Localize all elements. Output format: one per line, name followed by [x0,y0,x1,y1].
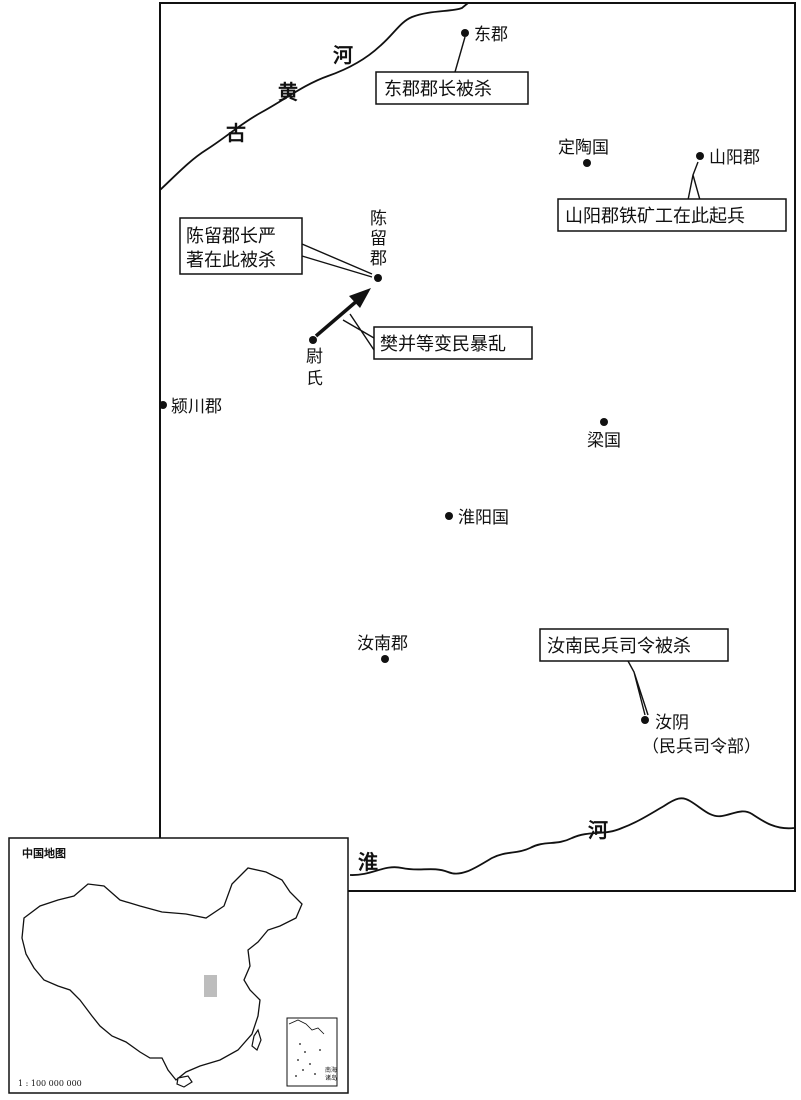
runan-callout-box [539,628,729,662]
weishi-marker [309,336,317,344]
dongjun-callout-box [375,71,529,105]
inset-highlight-region [204,975,217,997]
fan-bing-leader [342,313,375,351]
shanyang-marker [696,152,704,160]
march-arrow-shaft [314,298,360,338]
dongjun-leader [454,36,466,73]
yingchuan-marker [159,401,167,409]
huai-river-line [349,797,795,876]
ruyin-note: （民兵司令部） [642,737,761,757]
fan-bing-callout-text: 樊并等变民暴乱 [380,334,506,355]
inset-title: 中国地图 [22,846,66,860]
huaiyang-label: 淮阳国 [458,508,509,528]
china-outline [21,867,303,1081]
ruyin-label: 汝阴 [655,713,689,733]
chenliu-label-char-3: 郡 [370,249,387,269]
taiwan-island [251,1028,262,1051]
weishi-label-char-1: 尉 [306,347,323,367]
map-frame [159,2,796,892]
ruyin-marker [641,716,649,724]
chenliu-label-char-2: 留 [370,229,387,249]
south-china-sea-coast [288,1019,325,1035]
runan-callout-leader [627,660,649,716]
yellow-river-char-2: 黄 [278,80,298,104]
hainan-island [176,1075,193,1088]
dongjun-callout-text: 东郡郡长被杀 [384,79,492,100]
liang-label: 梁国 [587,431,621,451]
chenliu-callout-line-1: 陈留郡长严 [186,226,276,247]
chenliu-callout-box [179,217,303,275]
south-sea-label-1: 南海 [325,1066,337,1074]
inset-scale: 1 : 100 000 000 [18,1079,82,1088]
huai-river-char-1: 淮 [358,850,378,874]
chenliu-marker [374,274,382,282]
runan-callout-text: 汝南民兵司令被杀 [547,636,691,657]
dingtao-label: 定陶国 [558,138,609,158]
march-arrow-head [349,288,371,308]
shanyang-callout-text: 山阳郡铁矿工在此起兵 [565,206,745,227]
yingchuan-label: 颍川郡 [171,397,222,417]
dongjun-marker [461,29,469,37]
chenliu-callout-line-2: 著在此被杀 [186,250,276,271]
inset-china-map: 中国地图 南海 诸岛 1 : 100 000 000 [8,837,349,1094]
runan-label: 汝南郡 [357,634,408,654]
south-china-sea-box [286,1017,338,1087]
south-china-sea-islands [295,1043,321,1077]
chenliu-label-char-1: 陈 [370,209,387,229]
yellow-river-char-3: 河 [333,43,353,67]
shanyang-leader [687,161,701,201]
yellow-river-line [159,2,469,191]
fan-bing-callout-box [373,326,533,360]
south-sea-label-2: 诸岛 [325,1074,337,1082]
huai-river-char-2: 河 [588,818,608,842]
runan-marker [381,655,389,663]
weishi-label-char-2: 氏 [306,369,323,389]
shanyang-callout-box [557,198,787,232]
dongjun-label: 东郡 [474,25,508,45]
chenliu-leader [301,243,373,278]
yellow-river-char-1: 古 [226,121,246,145]
huaiyang-marker [445,512,453,520]
shanyang-label: 山阳郡 [709,148,760,168]
liang-marker [600,418,608,426]
dingtao-marker [583,159,591,167]
